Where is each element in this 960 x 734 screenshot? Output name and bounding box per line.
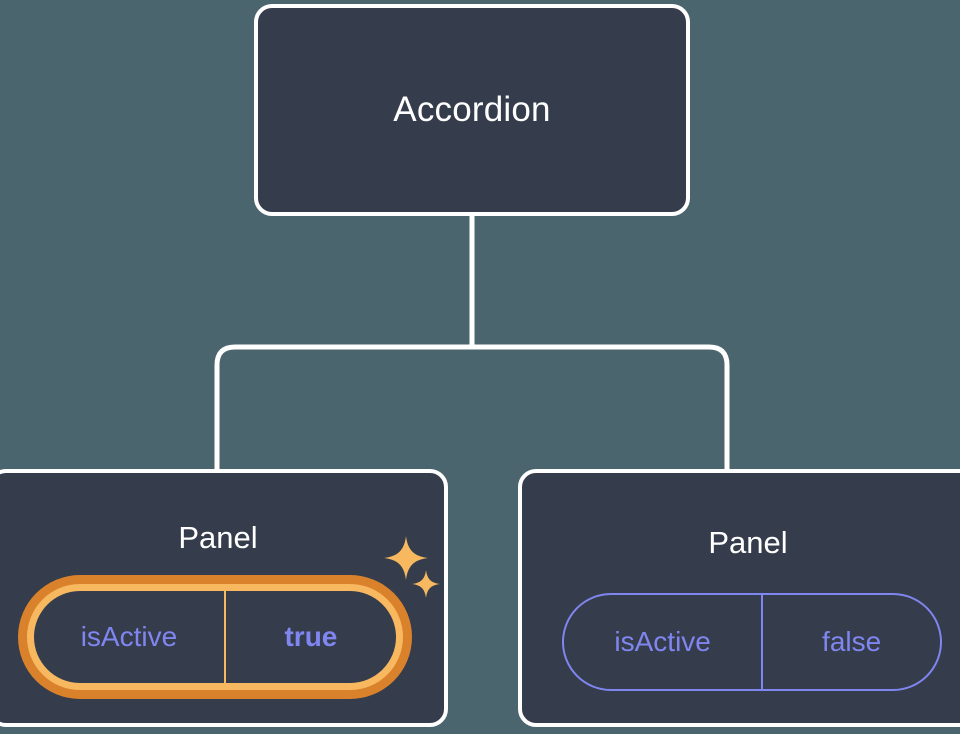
prop-key: isActive xyxy=(564,595,764,689)
prop-value: true xyxy=(284,621,338,652)
prop-pill-isactive-true-highlight[interactable]: isActive true xyxy=(18,575,412,699)
prop-value: false xyxy=(822,626,882,657)
node-panel-active[interactable]: Panel isActive true xyxy=(0,469,448,727)
node-panel-inactive-label: Panel xyxy=(708,525,788,560)
prop-pill-isactive-false[interactable]: isActive false xyxy=(562,593,942,691)
prop-key: isActive xyxy=(34,591,226,683)
node-accordion[interactable]: Accordion xyxy=(254,4,690,216)
edge-root-to-children xyxy=(214,344,730,469)
node-panel-inactive[interactable]: Panel isActive false xyxy=(518,469,960,727)
node-accordion-label: Accordion xyxy=(393,90,551,129)
prop-pill-inner-ring: isActive true xyxy=(27,584,403,690)
prop-pill-core: isActive true xyxy=(34,591,396,683)
node-panel-active-label: Panel xyxy=(178,520,258,555)
